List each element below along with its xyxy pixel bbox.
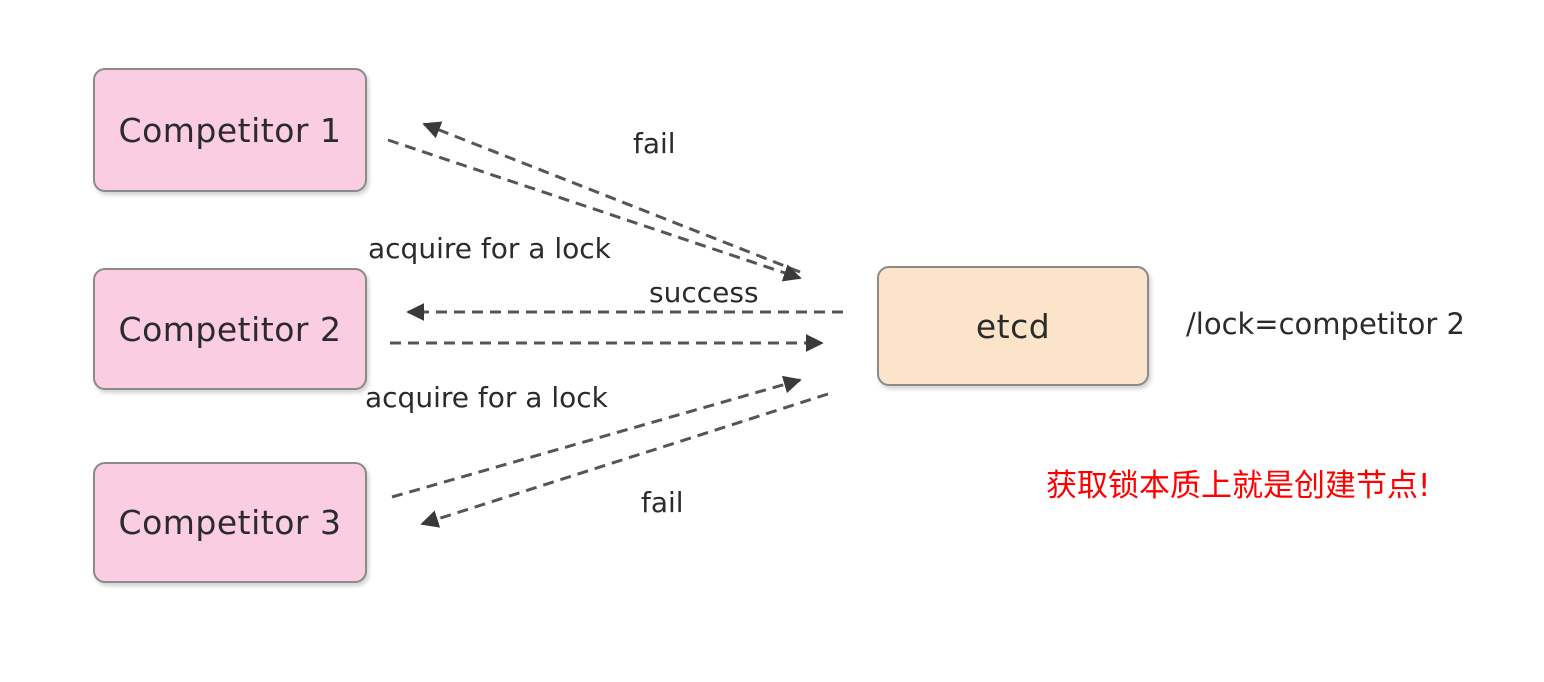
node-competitor-2-label: Competitor 2 [118,309,342,349]
edge-competitor1-fail [422,121,801,274]
node-competitor-2[interactable]: Competitor 2 [93,268,367,390]
node-competitor-1[interactable]: Competitor 1 [93,68,367,192]
node-competitor-1-label: Competitor 1 [118,110,342,150]
edge-label-acquire-bottom: acquire for a lock [365,381,608,414]
node-competitor-3-label: Competitor 3 [118,503,342,542]
node-competitor-3[interactable]: Competitor 3 [93,462,367,583]
node-etcd-label: etcd [975,306,1051,346]
annotation-note: 获取锁本质上就是创建节点! [1046,468,1431,504]
edge-label-fail-top: fail [633,127,676,160]
edge-competitor1-acquire [387,138,802,282]
edge-label-fail-bottom: fail [641,486,684,519]
edge-label-success: success [649,276,759,309]
node-etcd[interactable]: etcd [877,266,1149,386]
edge-label-acquire-top: acquire for a lock [368,232,611,265]
lock-value-label: /lock=competitor 2 [1186,307,1465,341]
